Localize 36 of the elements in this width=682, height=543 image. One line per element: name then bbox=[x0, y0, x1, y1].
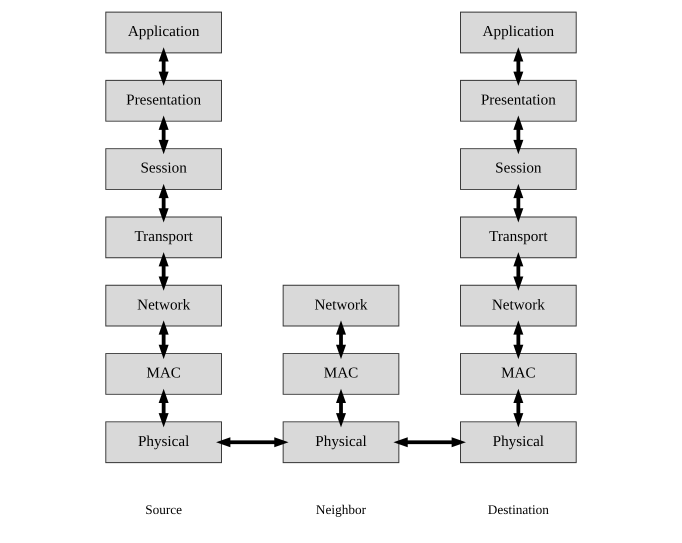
node-box: Session bbox=[460, 148, 577, 190]
node-box: Session bbox=[105, 148, 222, 190]
arrow bbox=[513, 116, 524, 154]
arrow bbox=[513, 252, 524, 291]
node-box: MAC bbox=[460, 353, 577, 395]
arrow bbox=[336, 388, 346, 428]
node-box: Presentation bbox=[460, 80, 577, 122]
node-box: Transport bbox=[460, 216, 577, 258]
node-box: Application bbox=[460, 12, 577, 54]
node-box: Transport bbox=[105, 216, 222, 258]
arrow bbox=[513, 47, 524, 86]
arrow bbox=[513, 320, 524, 360]
arrow bbox=[336, 320, 346, 360]
arrow bbox=[158, 47, 169, 86]
label: Neighbor bbox=[316, 502, 366, 518]
arrow bbox=[158, 116, 169, 154]
node-box: Physical bbox=[460, 421, 577, 464]
arrow bbox=[393, 437, 466, 448]
arrow bbox=[513, 388, 524, 428]
label: Source bbox=[145, 502, 182, 518]
node-box: Application bbox=[105, 12, 222, 54]
arrow bbox=[158, 252, 169, 291]
node-box: Network bbox=[282, 284, 400, 327]
arrow bbox=[513, 184, 524, 222]
node-box: MAC bbox=[105, 353, 222, 395]
node-box: Network bbox=[105, 284, 222, 327]
arrow bbox=[158, 320, 169, 360]
node-box: MAC bbox=[282, 353, 400, 395]
arrow bbox=[158, 388, 169, 428]
node-box: Presentation bbox=[105, 80, 222, 122]
arrow bbox=[216, 437, 289, 448]
arrow bbox=[158, 184, 169, 222]
node-box: Physical bbox=[105, 421, 222, 464]
label: Destination bbox=[488, 502, 549, 518]
node-box: Physical bbox=[282, 421, 400, 464]
node-box: Network bbox=[460, 284, 577, 327]
